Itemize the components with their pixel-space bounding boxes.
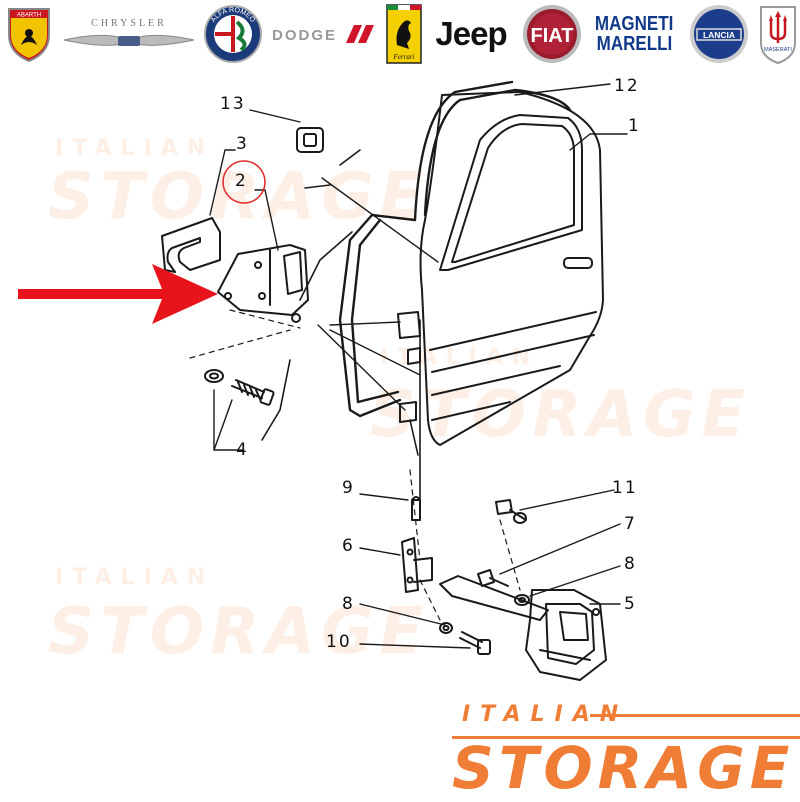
alfa-romeo-logo: ALFA ROMEO — [202, 4, 264, 64]
callout-3: 3 — [236, 134, 249, 154]
callout-10: 10 — [326, 632, 352, 652]
callout-8: 8 — [624, 554, 637, 574]
part-7-bolt — [477, 569, 509, 587]
door-seal — [338, 80, 572, 418]
callout-13: 13 — [220, 94, 246, 114]
part-10-bolt — [459, 631, 491, 655]
part-2-door-hinge — [217, 244, 309, 323]
footer-logo-storage: STORAGE — [452, 734, 795, 802]
part-13-clip — [296, 127, 324, 153]
part-4-bolt-washer — [204, 369, 275, 406]
red-pointer-arrow — [18, 264, 218, 324]
abarth-logo: ABARTH — [0, 4, 58, 64]
highlight-circle — [222, 160, 266, 204]
part-8-washers — [439, 594, 530, 634]
callout-8: 8 — [342, 594, 355, 614]
callout-9: 9 — [342, 478, 355, 498]
magneti-marelli-logo: MAGNETI MARELLI — [594, 13, 674, 55]
footer-logo-rule — [590, 714, 800, 717]
callout-2: 2 — [235, 171, 248, 191]
footer-logo-rule — [452, 736, 800, 739]
front-door-panel — [419, 91, 604, 446]
italian-storage-logo: ITALIAN STORAGE — [452, 700, 800, 802]
fiat-logo: FIAT — [520, 4, 584, 64]
part-11-bolt — [495, 499, 527, 524]
part-3-shim — [161, 217, 221, 273]
callout-6: 6 — [342, 536, 355, 556]
callout-4: 4 — [236, 440, 249, 460]
svg-text:DODGE: DODGE — [272, 27, 337, 44]
lancia-logo: LANCIA — [686, 4, 752, 64]
part-5-door-check — [439, 575, 607, 681]
svg-text:FIAT: FIAT — [531, 25, 574, 47]
part-9-hinge-pin — [411, 496, 421, 521]
callout-1: 1 — [628, 116, 641, 136]
part-6-lower-hinge — [401, 537, 433, 593]
callout-12: 12 — [614, 76, 640, 96]
callout-11: 11 — [612, 478, 638, 498]
dodge-logo: DODGE — [270, 4, 378, 64]
assembly-guides — [189, 309, 521, 621]
leader-lines — [209, 83, 628, 649]
jeep-wordmark: Jeep — [435, 15, 507, 52]
jeep-logo: Jeep — [428, 4, 514, 64]
svg-text:CHRYSLER: CHRYSLER — [91, 18, 167, 29]
chrysler-logo: CHRYSLER — [62, 4, 196, 64]
callout-5: 5 — [624, 594, 637, 614]
svg-text:LANCIA: LANCIA — [703, 30, 735, 40]
door-mounted-hinge — [397, 311, 421, 423]
ferrari-logo: Ferrari — [384, 4, 424, 64]
svg-text:Ferrari: Ferrari — [393, 53, 415, 61]
maserati-logo: MASERATI — [756, 4, 800, 65]
brand-logo-bar: ABARTH CHRYSLER ALFA ROMEO DODGE — [0, 0, 800, 68]
svg-text:ABARTH: ABARTH — [17, 13, 41, 19]
svg-text:MASERATI: MASERATI — [764, 47, 792, 53]
callout-7: 7 — [624, 514, 637, 534]
